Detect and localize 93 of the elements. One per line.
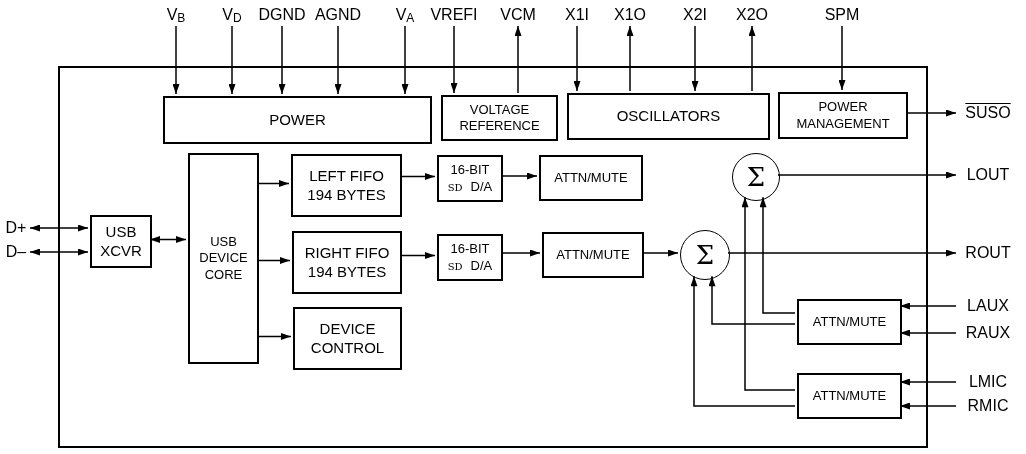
block-box: [542, 232, 644, 278]
pin-label: VCM: [493, 4, 543, 26]
pin-label: V$_{A}$: [390, 4, 420, 26]
arrow: [401, 25, 409, 95]
pin-label: RAUX: [956, 322, 1020, 344]
arrow: [690, 275, 796, 407]
block-label: SD: [447, 181, 463, 194]
pin-label: V$_{B}$: [161, 4, 191, 26]
arrow: [905, 109, 957, 117]
arrow: [899, 402, 957, 410]
pin-label: ROUT: [956, 242, 1020, 264]
block-box: [567, 93, 770, 140]
block-label: LEFT FIFO 194 BYTES: [306, 166, 387, 205]
block-label: D/A: [470, 257, 493, 274]
arrow: [172, 25, 180, 95]
pin-label: AGND: [312, 4, 364, 26]
block-label: USB DEVICE CORE: [198, 234, 249, 283]
pin-label: DGND: [256, 4, 308, 26]
arrow: [399, 252, 436, 259]
arrow: [514, 25, 522, 94]
block-label: POWER MANAGEMENT: [795, 99, 891, 132]
arrow: [759, 196, 796, 314]
double-arrow: [29, 224, 89, 232]
arrow: [626, 25, 634, 92]
block-label: 16-BIT: [450, 241, 490, 258]
pin-label: LOUT: [956, 164, 1020, 186]
pin-label: LMIC: [956, 371, 1020, 393]
block-label: SD: [447, 260, 463, 273]
arrow: [256, 257, 291, 264]
arrow: [500, 172, 538, 180]
block-box: [539, 155, 643, 201]
arrow: [450, 25, 458, 94]
arrow: [741, 196, 796, 391]
block-box: [291, 154, 402, 217]
block-box: [441, 95, 558, 141]
arrow: [838, 25, 846, 91]
arrow: [256, 180, 290, 187]
arrow: [708, 275, 796, 325]
block-box: [797, 299, 902, 345]
block-box: [90, 215, 152, 268]
sigma-label: Σ: [695, 242, 715, 268]
arrow: [748, 25, 756, 92]
arrow: [727, 249, 957, 257]
arrow: [278, 25, 286, 95]
block-label: ATTN/MUTE: [812, 387, 887, 405]
chip-outline: [58, 66, 928, 448]
block-label: OSCILLATORS: [616, 107, 721, 126]
pin-label: D+: [2, 217, 30, 239]
arrow: [899, 302, 957, 310]
block-label: RIGHT FIFO 194 BYTES: [303, 243, 391, 282]
pin-label: X2O: [730, 4, 774, 26]
summing-junction: [680, 230, 730, 280]
double-arrow: [29, 248, 89, 256]
converter-box: [437, 234, 503, 281]
arrow: [334, 25, 342, 95]
pin-label: RMIC: [956, 395, 1020, 417]
block-box: [778, 92, 908, 139]
pin-label: LAUX: [956, 295, 1020, 317]
pin-label: X1I: [555, 4, 599, 26]
arrow: [399, 173, 436, 180]
pin-label: V$_{D}$: [217, 4, 247, 26]
arrow: [777, 171, 957, 179]
arrow: [899, 329, 957, 337]
block-box: [797, 373, 902, 419]
sigma-label: Σ: [746, 164, 766, 190]
double-arrow: [149, 236, 187, 243]
arrow: [641, 249, 679, 257]
block-label: D/A: [470, 178, 493, 195]
arrow: [228, 25, 236, 95]
block-label: POWER: [269, 110, 326, 130]
arrow: [256, 333, 292, 340]
arrow: [899, 378, 957, 386]
arrow: [500, 249, 541, 257]
converter-box: [437, 155, 503, 202]
block-box: [292, 231, 402, 294]
pin-label: VREFI: [427, 4, 481, 26]
block-label: VOLTAGE REFERENCE: [458, 101, 541, 135]
block-box: [293, 307, 402, 370]
block-label: ATTN/MUTE: [556, 246, 630, 264]
pin-label: X2I: [673, 4, 717, 26]
block-label: 16-BIT: [450, 162, 490, 179]
pin-label: SPM: [817, 4, 867, 26]
block-label: USB XCVR: [99, 222, 143, 261]
pin-label: X1O: [608, 4, 652, 26]
block-box: [188, 153, 259, 364]
block-label: ATTN/MUTE: [812, 313, 887, 331]
block-label: ATTN/MUTE: [554, 169, 628, 187]
pin-label: SUSO: [956, 102, 1020, 124]
pin-label: D–: [2, 241, 30, 263]
block-label: DEVICE CONTROL: [309, 319, 386, 358]
arrow: [691, 25, 699, 92]
arrow: [573, 25, 581, 92]
block-box: [163, 96, 432, 144]
